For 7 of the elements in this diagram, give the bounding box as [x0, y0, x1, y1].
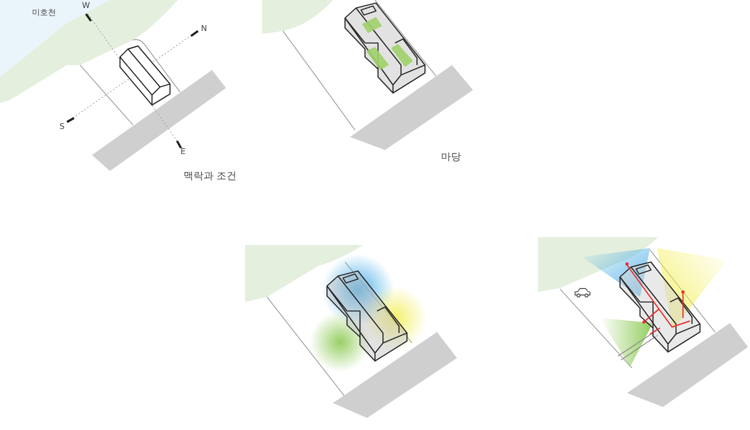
place-label: 미호천	[32, 9, 56, 17]
compass-label: E	[180, 148, 186, 156]
compass-label: W	[82, 2, 90, 10]
compass-label: S	[59, 123, 65, 131]
compass-label: N	[201, 25, 207, 33]
caption: 맥락과 조건	[183, 172, 237, 182]
caption: 마당	[441, 153, 461, 163]
